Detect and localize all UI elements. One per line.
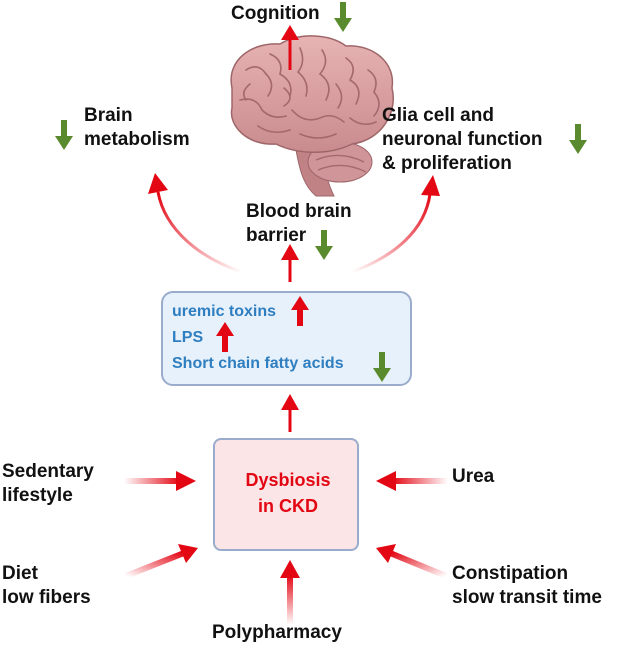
diet-label: Diet low fibers [2, 562, 91, 610]
arrow-from-diet [124, 544, 198, 579]
bbb-label: Blood brain barrier [246, 200, 352, 248]
scfa-decrease-icon [373, 352, 391, 382]
arrow-from-polypharmacy [280, 560, 300, 625]
constipation-line-1: Constipation [452, 563, 569, 584]
metabolite-scfa: Short chain fatty acids [172, 354, 344, 374]
lps-text: LPS [172, 329, 204, 346]
dysbiosis-line-1: Dysbiosis [245, 470, 331, 490]
brain-metabolism-label: Brain metabolism [84, 104, 190, 152]
brain-metabolism-line-1: Brain [84, 105, 133, 126]
metabolite-uremic-toxins: uremic toxins [172, 302, 276, 322]
cognition-decrease-icon [334, 2, 352, 32]
brain-metabolism-decrease-icon [55, 120, 73, 150]
polypharmacy-label: Polypharmacy [212, 621, 342, 645]
sedentary-line-2: lifestyle [2, 485, 73, 506]
glia-decrease-icon [569, 124, 587, 154]
glia-line-3: & proliferation [382, 153, 512, 174]
glia-line-2: neuronal function [382, 129, 543, 150]
curved-arrow-to-glia [351, 175, 440, 274]
arrow-to-bbb [281, 244, 299, 282]
constipation-line-2: slow transit time [452, 587, 602, 608]
dysbiosis-label: Dysbiosis in CKD [215, 467, 361, 519]
arrow-from-urea [376, 471, 448, 491]
uremic-toxins-text: uremic toxins [172, 303, 277, 320]
brain-metabolism-line-2: metabolism [84, 129, 190, 150]
glia-label: Glia cell and neuronal function & prolif… [382, 104, 542, 176]
urea-label: Urea [452, 465, 494, 489]
cognition-text: Cognition [231, 3, 320, 24]
bbb-line-1: Blood brain [246, 201, 352, 222]
bbb-decrease-icon [315, 230, 333, 260]
arrow-from-constipation [376, 544, 448, 579]
arrow-to-cognition [281, 25, 299, 70]
sedentary-label: Sedentary lifestyle [2, 460, 94, 508]
bbb-line-2: barrier [246, 225, 307, 246]
diet-line-2: low fibers [2, 587, 91, 608]
arrow-to-metabolites [281, 394, 299, 432]
uremic-toxins-increase-icon [291, 296, 309, 326]
metabolite-lps: LPS [172, 328, 203, 348]
dysbiosis-line-2: in CKD [258, 496, 318, 516]
glia-line-1: Glia cell and [382, 105, 494, 126]
urea-text: Urea [452, 466, 495, 487]
scfa-text: Short chain fatty acids [172, 355, 344, 372]
brain-illustration [230, 35, 394, 197]
metabolites-box [161, 291, 412, 386]
curved-arrow-to-brain-metabolism [148, 173, 243, 274]
dysbiosis-box: Dysbiosis in CKD [213, 438, 359, 551]
lps-increase-icon [216, 322, 234, 352]
diet-line-1: Diet [2, 563, 38, 584]
arrow-from-sedentary [124, 471, 196, 491]
constipation-label: Constipation slow transit time [452, 562, 602, 610]
polypharmacy-text: Polypharmacy [212, 622, 342, 643]
sedentary-line-1: Sedentary [2, 461, 94, 482]
cognition-label: Cognition [231, 2, 320, 26]
